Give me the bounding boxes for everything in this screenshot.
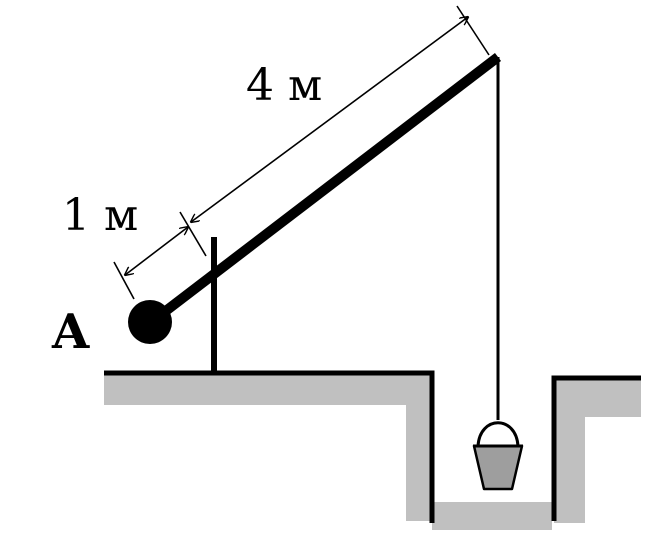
well-bottom <box>432 502 552 530</box>
bucket-body <box>472 444 524 491</box>
bucket-icon <box>472 421 524 491</box>
bucket-handle <box>476 421 520 447</box>
label-point-A: A <box>51 304 90 360</box>
extension-line-A <box>113 261 135 300</box>
dimension-line-4m <box>191 17 468 222</box>
ground-surface-right <box>554 378 641 523</box>
dimension-short-arm <box>113 211 207 300</box>
lever-beam <box>146 53 502 327</box>
counterweight-A <box>128 300 172 344</box>
extension-line-end <box>456 5 490 56</box>
ground-edge-right <box>551 375 641 521</box>
label-short-arm: 1 м <box>62 190 138 241</box>
label-long-arm: 4 м <box>246 60 322 111</box>
ground-surface-left <box>104 374 432 521</box>
extension-line-pivot <box>179 211 207 257</box>
dimension-long-arm <box>191 5 490 222</box>
ground <box>104 370 641 530</box>
dimension-line-1m <box>125 227 188 275</box>
